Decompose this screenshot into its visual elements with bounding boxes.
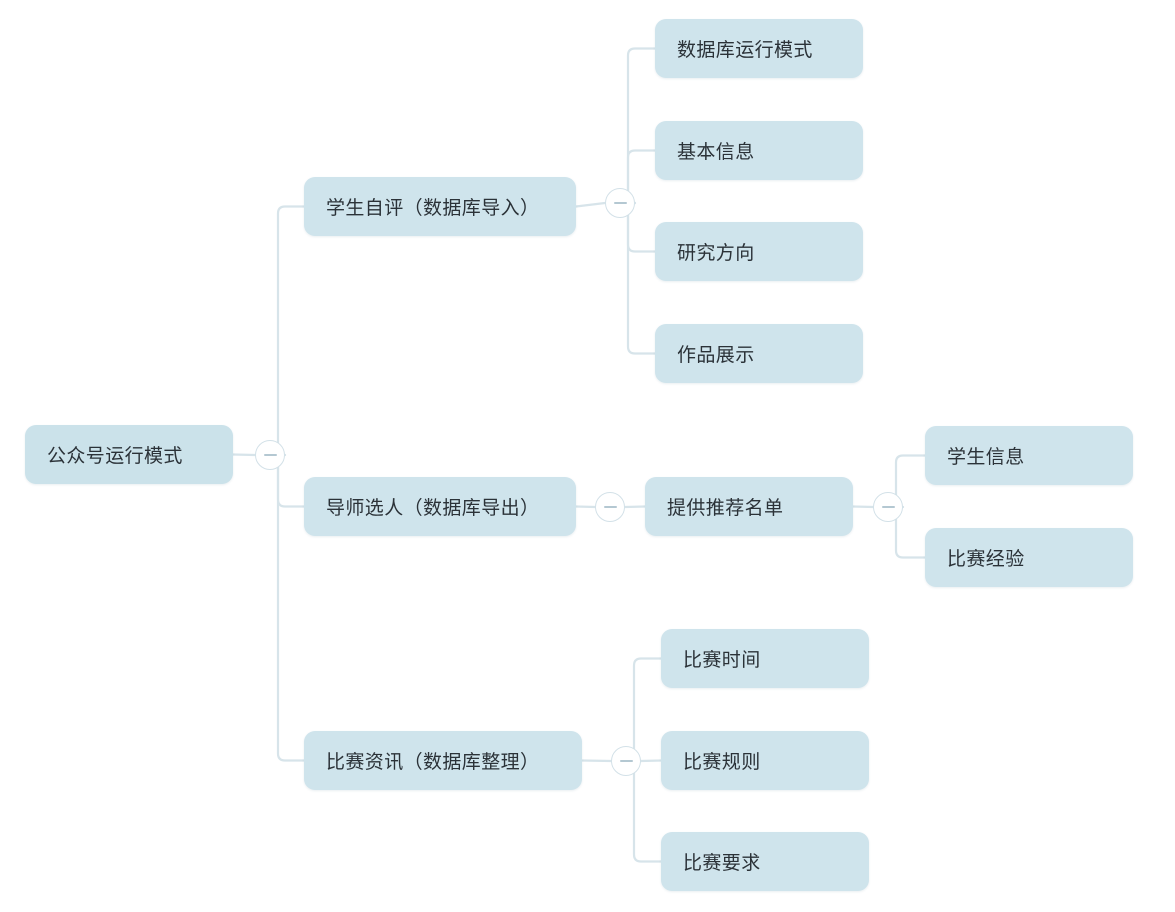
mindmap-node-b1-c2[interactable]: 基本信息 — [655, 121, 863, 180]
mindmap-node-label: 比赛经验 — [947, 549, 1025, 570]
mindmap-node-b3-c3[interactable]: 比赛要求 — [661, 832, 869, 891]
connector-line — [231, 453, 257, 457]
connector-line — [574, 505, 597, 509]
minus-glyph — [263, 454, 277, 456]
mindmap-node-label: 提供推荐名单 — [667, 498, 784, 519]
connector-line — [626, 657, 663, 763]
mindmap-node-branch-3[interactable]: 比赛资讯（数据库整理） — [304, 731, 582, 790]
collapse-minus-icon-b2-c1[interactable] — [873, 492, 903, 522]
mindmap-node-label: 数据库运行模式 — [677, 40, 813, 61]
connector-line — [270, 453, 306, 762]
minus-glyph — [619, 760, 633, 762]
mindmap-node-b2-c1[interactable]: 提供推荐名单 — [645, 477, 853, 536]
connector-line — [574, 201, 607, 208]
mindmap-node-b1-c4[interactable]: 作品展示 — [655, 324, 863, 383]
mindmap-node-label: 基本信息 — [677, 142, 755, 163]
mindmap-node-branch-1[interactable]: 学生自评（数据库导入） — [304, 177, 576, 236]
connector-line — [270, 205, 306, 457]
mindmap-node-label: 学生信息 — [947, 447, 1025, 468]
collapse-minus-icon-branch-3[interactable] — [611, 746, 641, 776]
mindmap-node-label: 比赛要求 — [683, 853, 761, 874]
mindmap-node-b3-c2[interactable]: 比赛规则 — [661, 731, 869, 790]
mindmap-node-b2-c1-g2[interactable]: 比赛经验 — [925, 528, 1133, 587]
mindmap-node-b2-c1-g1[interactable]: 学生信息 — [925, 426, 1133, 485]
mindmap-node-label: 比赛时间 — [683, 650, 761, 671]
collapse-minus-icon-root[interactable] — [255, 440, 285, 470]
minus-glyph — [603, 506, 617, 508]
mindmap-node-label: 学生自评（数据库导入） — [326, 198, 540, 219]
collapse-minus-icon-branch-1[interactable] — [605, 188, 635, 218]
connector-line — [620, 47, 657, 205]
mindmap-node-label: 比赛资讯（数据库整理） — [326, 752, 540, 773]
mindmap-node-branch-2[interactable]: 导师选人（数据库导出） — [304, 477, 576, 536]
mindmap-node-b3-c1[interactable]: 比赛时间 — [661, 629, 869, 688]
connector-line — [626, 759, 663, 863]
mindmap-node-label: 作品展示 — [677, 345, 755, 366]
mindmap-node-root[interactable]: 公众号运行模式 — [25, 425, 233, 484]
connector-line — [851, 505, 875, 509]
mindmap-node-label: 比赛规则 — [683, 752, 761, 773]
connector-line — [623, 505, 647, 509]
mindmap-node-b1-c1[interactable]: 数据库运行模式 — [655, 19, 863, 78]
collapse-minus-icon-branch-2[interactable] — [595, 492, 625, 522]
connector-line — [639, 759, 663, 763]
mindmap-node-b1-c3[interactable]: 研究方向 — [655, 222, 863, 281]
mindmap-node-label: 公众号运行模式 — [47, 446, 183, 467]
minus-glyph — [613, 202, 627, 204]
mindmap-node-label: 研究方向 — [677, 243, 755, 264]
mindmap-node-label: 导师选人（数据库导出） — [326, 498, 540, 519]
connector-line — [580, 759, 613, 763]
minus-glyph — [881, 506, 895, 508]
connector-line — [620, 201, 657, 355]
